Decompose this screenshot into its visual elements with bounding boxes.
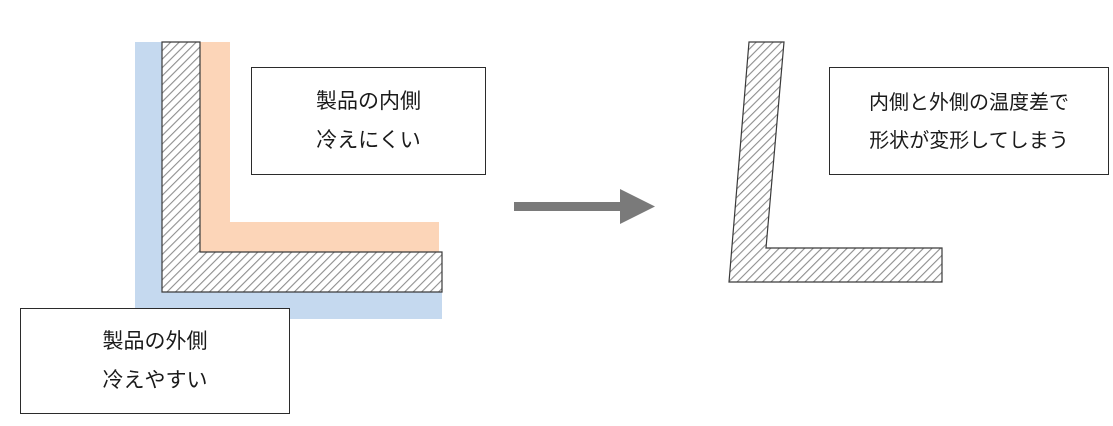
arrow-head <box>620 189 655 224</box>
arrow-shaft <box>514 202 622 211</box>
deformation-cause-text: 内側と外側の温度差で <box>869 90 1069 114</box>
inner-surface-region <box>200 42 439 252</box>
inner-side-label-box: 製品の内側 冷えにくい <box>251 67 486 175</box>
inner-side-description: 冷えにくい <box>316 128 421 152</box>
original-part-group <box>135 41 443 319</box>
outer-side-description: 冷えやすい <box>102 368 208 392</box>
deformed-part-wall <box>728 41 943 283</box>
original-part-wall <box>161 41 443 293</box>
outer-side-label-box: 製品の外側 冷えやすい <box>20 308 290 414</box>
outer-side-title: 製品の外側 <box>102 329 208 353</box>
deformation-label-box: 内側と外側の温度差で 形状が変形してしまう <box>829 67 1109 175</box>
transition-arrow <box>514 189 655 224</box>
deformation-effect-text: 形状が変形してしまう <box>869 128 1069 152</box>
inner-side-title: 製品の内側 <box>316 89 421 113</box>
